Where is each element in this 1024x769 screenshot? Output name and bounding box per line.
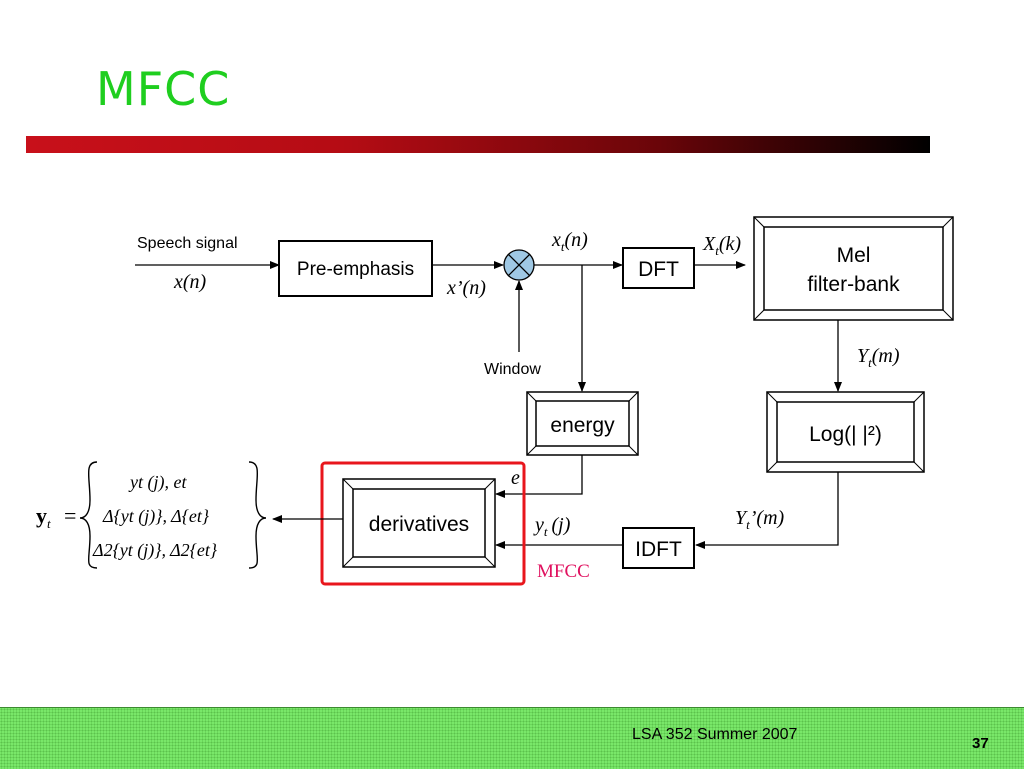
y-t-j-label: yt(j) xyxy=(533,514,571,539)
derivatives-block xyxy=(342,478,496,568)
window-label: Window xyxy=(484,361,541,378)
pre-emphasis-label: Pre-emphasis xyxy=(297,259,414,280)
arrow-log-to-idft xyxy=(695,472,839,549)
equation-row-3: Δ2{yt (j)}, Δ2{et} xyxy=(92,540,218,561)
input-x-n-label: x(n) xyxy=(173,271,207,293)
log-block xyxy=(766,391,925,473)
multiplier-cross-b xyxy=(507,253,531,277)
slide-title: MFCC xyxy=(96,62,231,116)
X-t-k-label: Xt(k) xyxy=(702,233,741,258)
derivatives-highlight-frame xyxy=(320,461,526,586)
mfcc-block-diagram: Speech signal x(n) Pre-emphasis x’(n) Wi… xyxy=(36,216,954,586)
Y-t-m-label: Yt(m) xyxy=(857,345,900,370)
equals-sign: = xyxy=(64,503,76,528)
arrow-energy-to-derivatives xyxy=(495,455,583,498)
footer-course-label: LSA 352 Summer 2007 xyxy=(632,726,798,743)
derivatives-block-inner-frame xyxy=(352,488,486,558)
x-prime-n-label: x’(n) xyxy=(446,277,486,299)
log-block-inner-frame xyxy=(776,401,915,463)
log-label: Log(| |²) xyxy=(809,423,882,446)
title-underline-bar xyxy=(26,136,930,153)
dft-block xyxy=(622,247,695,289)
mel-label-line1: Mel xyxy=(837,244,871,267)
energy-label: energy xyxy=(550,414,615,437)
pre-emphasis-block xyxy=(278,240,433,297)
speech-signal-label: Speech signal xyxy=(137,235,238,252)
output-vector-symbol: yt xyxy=(36,503,51,531)
energy-block xyxy=(526,391,639,456)
mel-filter-bank-inner-frame xyxy=(763,226,944,311)
footer-page-number: 37 xyxy=(972,735,989,752)
mfcc-pink-label: MFCC xyxy=(537,561,590,582)
mel-label-line2: filter-bank xyxy=(807,273,900,296)
equation-left-brace xyxy=(79,461,98,569)
dft-label: DFT xyxy=(638,258,679,281)
mel-filter-bank-block xyxy=(753,216,954,321)
equation-row-1: yt (j), et xyxy=(128,472,187,493)
idft-block xyxy=(622,527,695,569)
equation-right-brace xyxy=(248,461,267,569)
slide-footer-band xyxy=(0,707,1024,769)
e-t-label: e xyxy=(511,467,520,489)
equation-row-2: Δ{yt (j)}, Δ{et} xyxy=(102,506,210,527)
Y-t-prime-m-label: Yt’(m) xyxy=(735,507,785,532)
idft-label: IDFT xyxy=(635,538,682,561)
x-t-n-label: xt(n) xyxy=(551,229,588,254)
energy-block-inner-frame xyxy=(535,400,630,447)
derivatives-label: derivatives xyxy=(369,513,469,536)
